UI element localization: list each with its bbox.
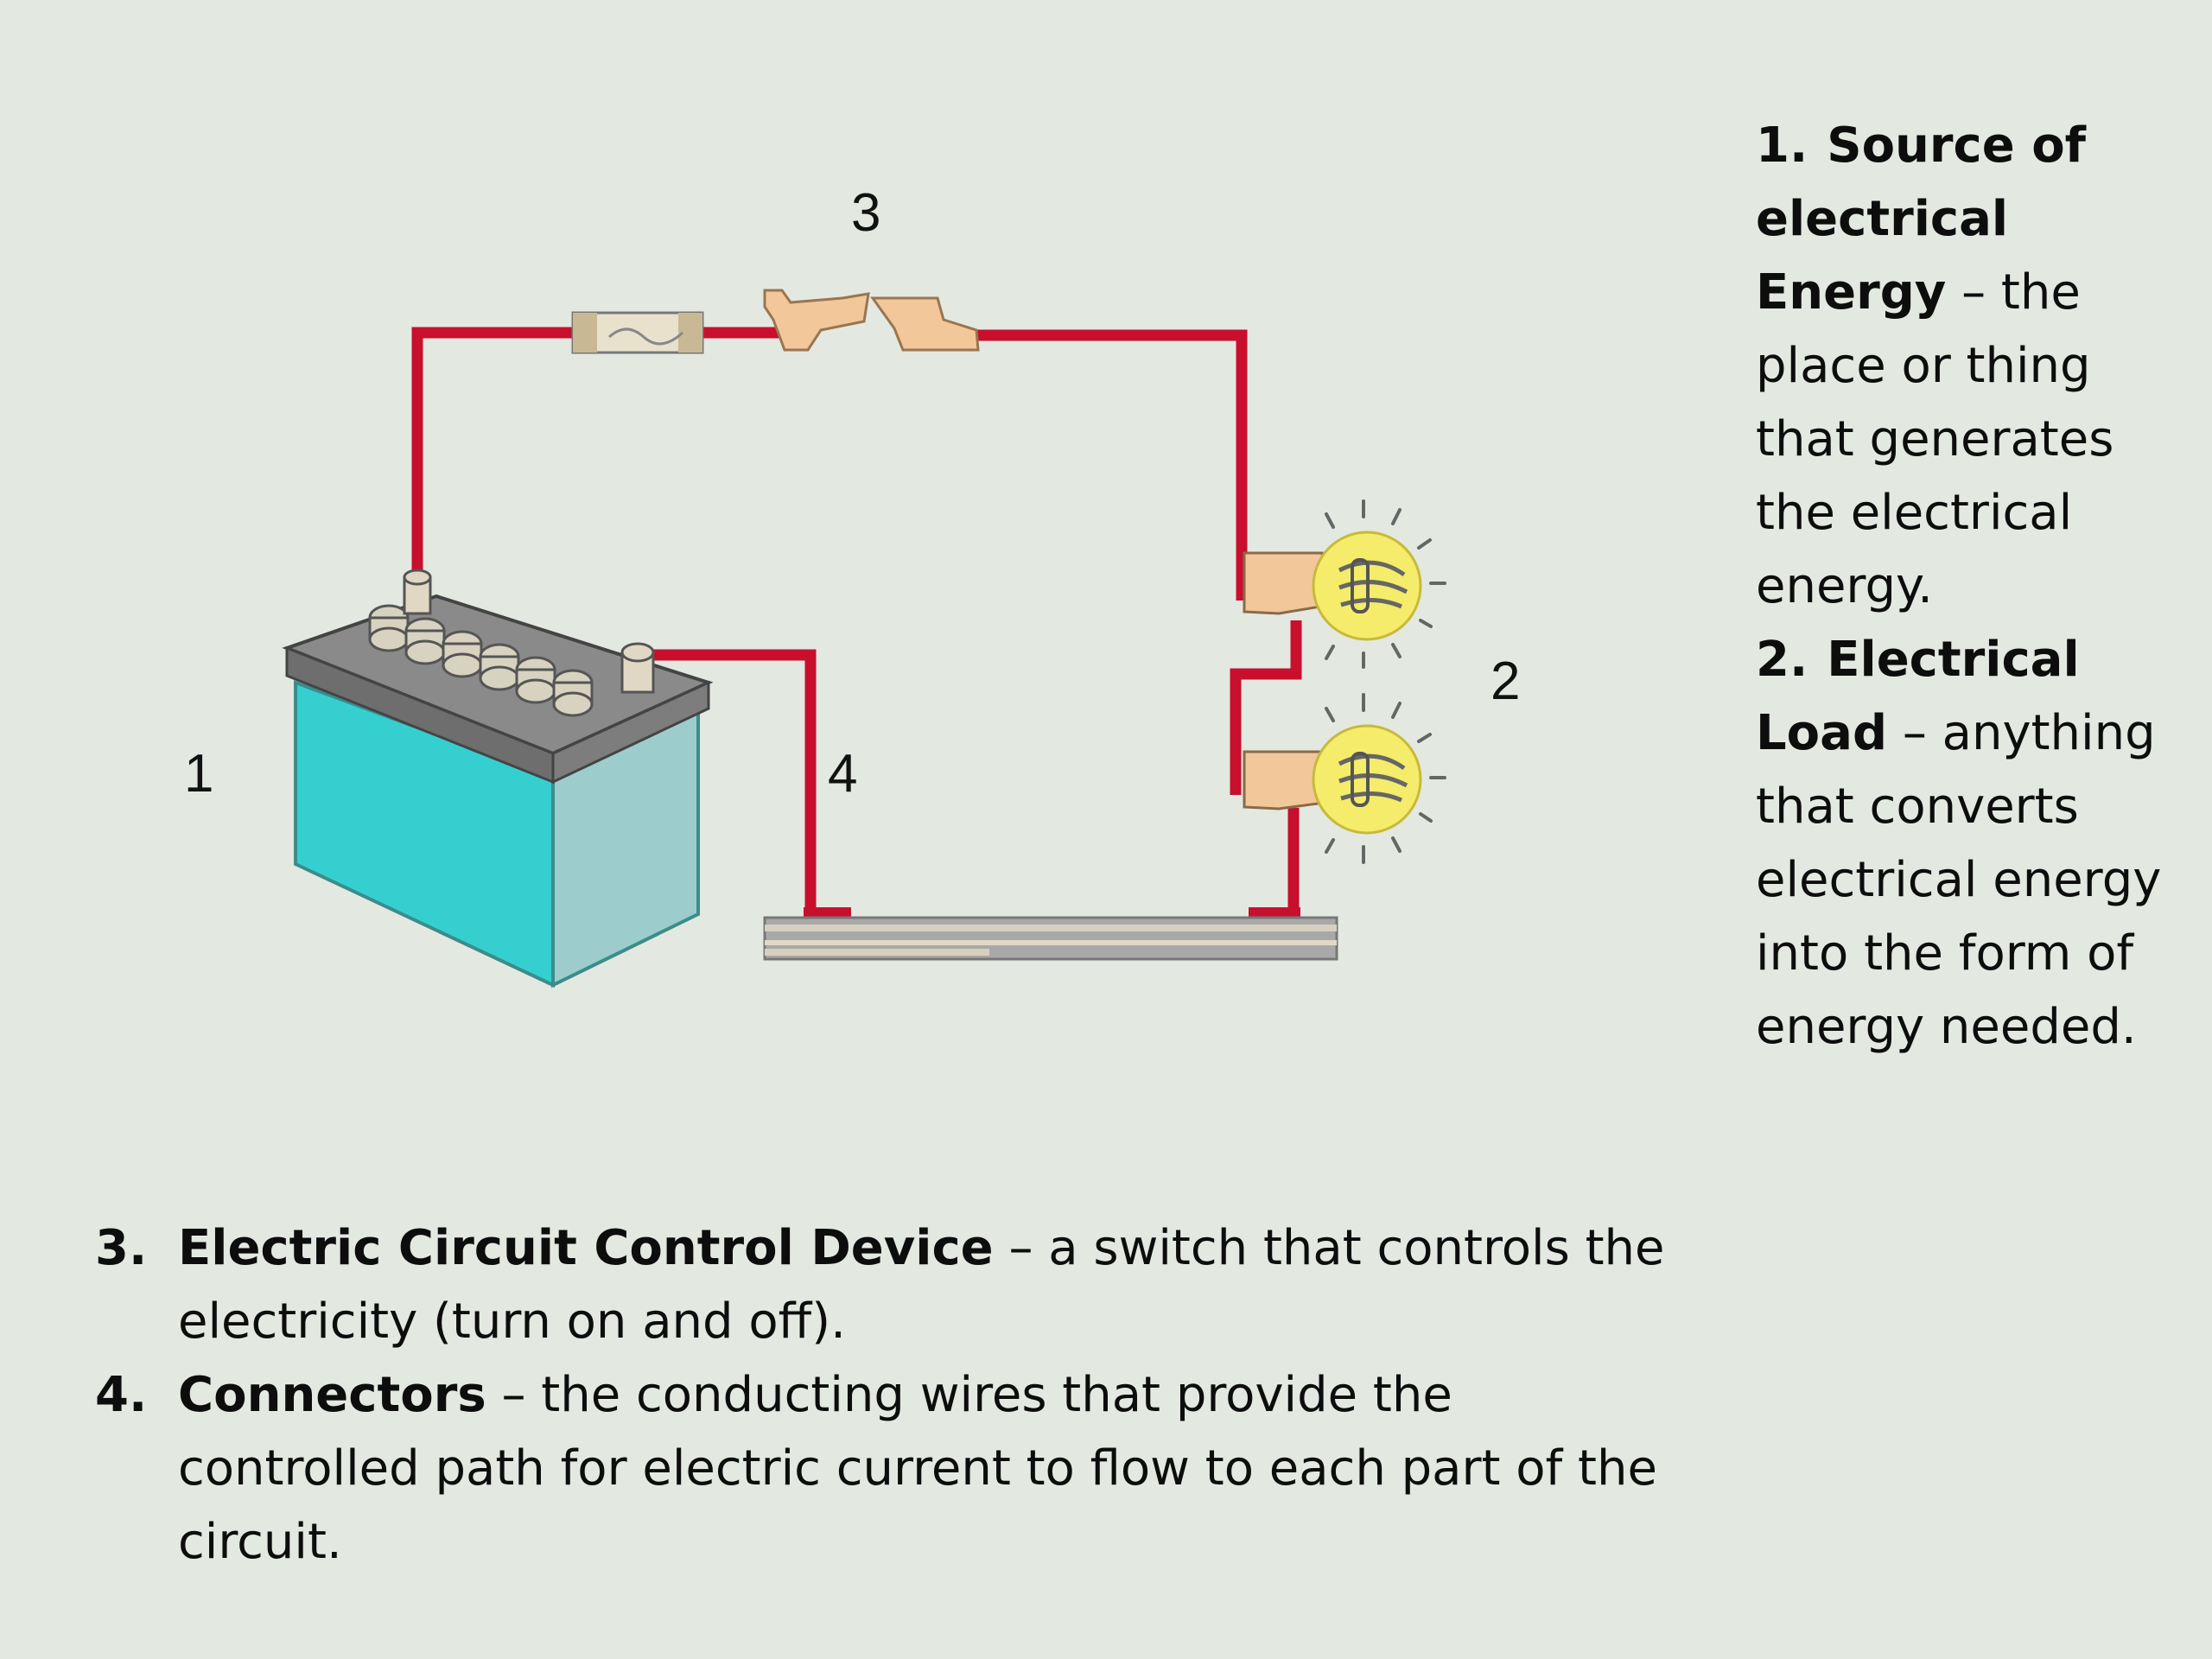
- switch-number-label: 3: [851, 183, 881, 243]
- load-number-label: 2: [1491, 652, 1521, 711]
- switch-icon: [763, 289, 980, 352]
- battery-icon: [282, 569, 714, 988]
- definition-term: Source of electrical Energy: [1756, 118, 2087, 321]
- definition-control: 3. Electric Circuit Control Device – a sw…: [95, 1211, 1694, 1358]
- definition-desc: the conducting wires that provide the co…: [178, 1367, 1657, 1570]
- wire-top-left: [411, 327, 575, 588]
- definition-dash: –: [993, 1220, 1049, 1276]
- battery-number-label: 1: [184, 744, 214, 804]
- definition-dash: –: [486, 1367, 542, 1423]
- definition-dash: –: [1887, 705, 1942, 761]
- definition-number: 2.: [1756, 632, 1808, 688]
- ground-strip: [763, 916, 1338, 961]
- definition-connectors: 4. Connectors – the conducting wires that…: [95, 1358, 1694, 1579]
- definition-number: 3.: [95, 1220, 148, 1276]
- definition-load: 2.Electrical Load – anything that conver…: [1756, 623, 2162, 1064]
- definition-term: Electrical Load: [1756, 632, 2080, 761]
- wire-connector: [639, 649, 817, 918]
- definition-source: 1.Source of electrical Energy – the plac…: [1756, 109, 2162, 623]
- definition-desc: a switch that controls the electricity (…: [178, 1220, 1665, 1350]
- definition-dash: –: [1946, 264, 2001, 321]
- wire-top-right: [976, 329, 1248, 601]
- bulb-icon: [1243, 693, 1446, 864]
- definition-number: 1.: [1756, 118, 1808, 174]
- definition-term: Connectors: [178, 1367, 486, 1423]
- definition-desc: anything that converts electrical energy…: [1756, 705, 2162, 1055]
- definition-term: Electric Circuit Control Device: [178, 1220, 994, 1276]
- bulb-icon: [1243, 499, 1446, 669]
- fuse-icon: [571, 311, 704, 354]
- connector-number-label: 4: [828, 744, 858, 804]
- definitions-right: 1.Source of electrical Energy – the plac…: [1756, 109, 2162, 1064]
- definition-number: 4.: [95, 1367, 148, 1423]
- definition-desc: the place or thing that generates the el…: [1756, 264, 2114, 614]
- definitions-bottom: 3. Electric Circuit Control Device – a sw…: [95, 1211, 1694, 1579]
- wire-between-bulbs: [1230, 620, 1302, 795]
